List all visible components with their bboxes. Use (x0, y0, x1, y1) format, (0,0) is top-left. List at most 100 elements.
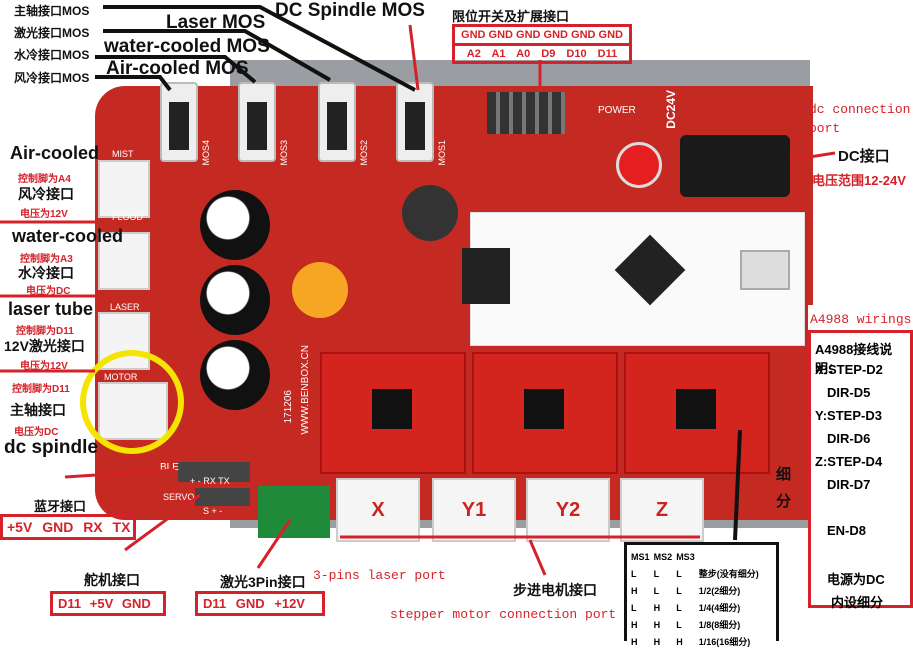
servo-header (195, 488, 250, 506)
reset-button (616, 142, 662, 188)
mos-label-air-en: Air-cooled MOS (106, 58, 249, 79)
limit-pin-box: GND GND GND GND GND GND A2 A1 A0 D9 D10 … (452, 24, 632, 64)
dc-voltage-range: 电压范围12-24V (812, 173, 906, 188)
spindle-cn: 主轴接口 (10, 402, 66, 418)
servo-cn: 舵机接口 (84, 572, 140, 588)
stepper-connector-z: Z (620, 478, 704, 542)
a4988-line: X:STEP-D2 (815, 362, 883, 377)
cell: L (676, 585, 682, 596)
servo-pins: D11 +5V GND (50, 591, 166, 616)
mos-label-laser-en: Laser MOS (166, 12, 266, 33)
mos-label-spindle-cn: 主轴接口MOS (14, 4, 90, 18)
cell: 1/4(4细分) (698, 603, 741, 613)
capacitor (200, 340, 270, 410)
a4988-line: Y:STEP-D3 (815, 408, 882, 423)
cell: H (631, 619, 638, 630)
capacitor (200, 265, 270, 335)
highlight-circle (80, 350, 184, 454)
cell: H (653, 602, 661, 613)
a4988-line: EN-D8 (827, 523, 867, 538)
stepper-connector-y2: Y2 (526, 478, 610, 542)
header-cell: MS2 (653, 551, 673, 562)
cell: 1/2(2细分) (698, 586, 741, 596)
a4988-en: A4988 wirings (810, 312, 912, 327)
air-cooled-en: Air-cooled (10, 143, 100, 163)
mos-label-water-cn: 水冷接口MOS (14, 48, 90, 62)
water-cooled-cn: 水冷接口 (18, 265, 74, 281)
table-row: H H L 1/8(8细分) (631, 616, 772, 633)
cell: L (653, 568, 660, 579)
a4988-line: DIR-D6 (827, 431, 871, 446)
mos-label-air-cn: 风冷接口MOS (14, 71, 90, 85)
air-cooled-volt: 电压为12V (20, 209, 68, 220)
laser-label: LASER (110, 302, 140, 312)
driver-x (320, 352, 466, 474)
laser3pin-pins: D11 GND +12V (195, 591, 325, 616)
a4988-line (815, 546, 906, 569)
cell: H (653, 636, 661, 647)
laser-tube-en: laser tube (8, 299, 94, 319)
mosfet-4 (160, 82, 198, 162)
stepper-connector-y1: Y1 (432, 478, 516, 542)
cell: L (631, 602, 637, 613)
water-cooled-volt: 电压为DC (26, 286, 71, 297)
dc-port-cn: DC接口 (838, 148, 890, 165)
a4988-line: DIR-D5 (827, 385, 871, 400)
buzzer-black (402, 185, 458, 241)
cell: H (653, 619, 661, 630)
mos-label-laser-cn: 激光接口MOS (14, 26, 90, 40)
cell: L (676, 568, 682, 579)
spindle-volt: 电压为DC (14, 427, 59, 438)
a4988-line: DIR-D7 (827, 477, 871, 492)
cell: 1/8(8细分) (698, 620, 741, 630)
laser-tube-cn: 12V激光接口 (4, 338, 85, 354)
laser-3pin-connector (258, 486, 330, 538)
mist-connector (98, 160, 150, 218)
stepper-en: stepper motor connection port (390, 607, 617, 622)
capacitor (200, 190, 270, 260)
table-row: L H L 1/4(4细分) (631, 599, 772, 616)
limit-switch-header (487, 92, 565, 134)
cell: L (676, 602, 682, 613)
driver-z (624, 352, 770, 474)
laser3pin-en: 3-pins laser port (313, 568, 446, 583)
a4988-header-bg (808, 305, 913, 331)
ble-text: BLE (160, 462, 179, 473)
header-cell: MS3 (676, 551, 695, 562)
limit-title: 限位开关及扩展接口 (452, 9, 570, 24)
ble-header (178, 462, 250, 482)
laser3pin-cn: 激光3Pin接口 (220, 574, 306, 590)
cell: 整步(没有细分) (698, 569, 759, 579)
header-block (462, 248, 510, 304)
power-label: POWER (598, 105, 636, 116)
cell: H (631, 585, 638, 596)
a4988-line (815, 500, 906, 523)
servo-pins-text: S + - (203, 506, 223, 516)
driver-y (472, 352, 618, 474)
a4988-line: 电源为DC (827, 572, 885, 587)
mosfet-1 (396, 82, 434, 162)
limit-pins-row: A2 A1 A0 D9 D10 D11 (466, 48, 618, 60)
spindle-ctrl: 控制脚为D11 (12, 384, 70, 395)
cell: 1/16(16细分) (698, 637, 751, 647)
a4988-line: 内设细分 (831, 595, 884, 610)
microstep-label: 细分 (774, 466, 791, 520)
mist-label: MIST (112, 149, 134, 159)
water-cooled-en: water-cooled (12, 226, 124, 246)
a4988-line: Z:STEP-D4 (815, 454, 883, 469)
spindle-en: dc spindle (4, 437, 98, 458)
stepper-connector-x: X (336, 478, 420, 542)
laser-tube-ctrl: 控制脚为D11 (16, 326, 74, 337)
stepper-cn: 步进电机接口 (513, 582, 597, 598)
dc-jack (680, 135, 790, 197)
cell: H (676, 636, 683, 647)
cell: L (676, 619, 682, 630)
flood-connector (98, 232, 150, 290)
air-cooled-ctrl: 控制脚为A4 (18, 174, 71, 185)
